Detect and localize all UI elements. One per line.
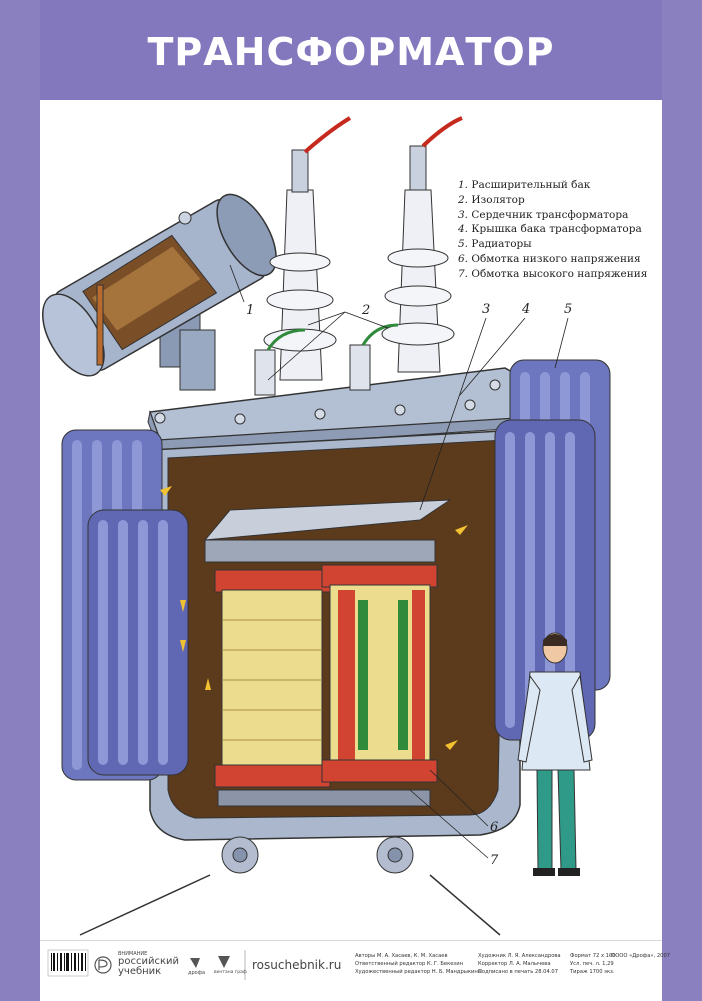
title-bar: [40, 0, 662, 100]
high-voltage-insulator-right: [381, 116, 463, 373]
website-link[interactable]: rosuchebnik.ru: [252, 958, 342, 972]
callout-4: 4: [522, 302, 531, 317]
person-figure: [517, 632, 593, 876]
oil-flow-arrows: [160, 486, 468, 750]
callout-2: 2: [362, 303, 371, 318]
callout-1: 1: [246, 303, 255, 318]
callout-3: 3: [482, 302, 491, 317]
callout-6: 6: [490, 820, 499, 835]
credits-column-3: Формат 72 х 100 Усл. печ. л. 1,29 Тираж …: [570, 953, 616, 975]
legend-item: 7. Обмотка высокого напряжения: [458, 267, 648, 280]
low-voltage-insulators: [254, 323, 399, 396]
legend-item: 6. Обмотка низкого напряжения: [458, 252, 641, 265]
legend-item: 3. Сердечник трансформатора: [458, 208, 629, 221]
copyright: ©ООО «Дрофа», 2007: [610, 953, 671, 959]
publisher-logo-icon: [94, 956, 112, 974]
brand-line-1: российский: [118, 956, 179, 967]
brand-line-2: учебник: [118, 966, 162, 977]
callout-5: 5: [564, 302, 573, 317]
barcode-icon: [47, 949, 89, 977]
legend: 1. Расширительный бак 2. Изолятор 3. Сер…: [458, 178, 668, 282]
legend-item: 4. Крышка бака трансформатора: [458, 223, 642, 236]
legend-item: 5. Радиаторы: [458, 238, 532, 251]
credits-column-2: Художник Л. Я. Александрова Корректор Л.…: [478, 953, 561, 975]
leader-lines: [229, 264, 569, 859]
brand-caption: ВНИМАНИЕ: [118, 951, 148, 957]
callout-7: 7: [490, 853, 499, 868]
ventana-label: вентана граф: [214, 970, 247, 975]
expansion-tank: [42, 193, 277, 391]
transformer-wheels: [79, 836, 501, 936]
credits-column-1: Авторы М. А. Хасаев, К. М. Хасаев Ответс…: [355, 953, 481, 975]
low-voltage-winding: [214, 569, 331, 788]
page-title: ТРАНСФОРМАТОР: [147, 30, 555, 74]
drofa-label: дрофа: [188, 970, 206, 976]
legend-item: 2. Изолятор: [458, 193, 525, 206]
drofa-logo-icon: [190, 958, 200, 968]
footer-strip: [40, 940, 662, 1001]
high-voltage-winding: [321, 564, 438, 783]
radiator-left: [61, 429, 189, 781]
legend-item: 1. Расширительный бак: [458, 179, 591, 191]
ventana-logo-icon: [218, 956, 230, 968]
